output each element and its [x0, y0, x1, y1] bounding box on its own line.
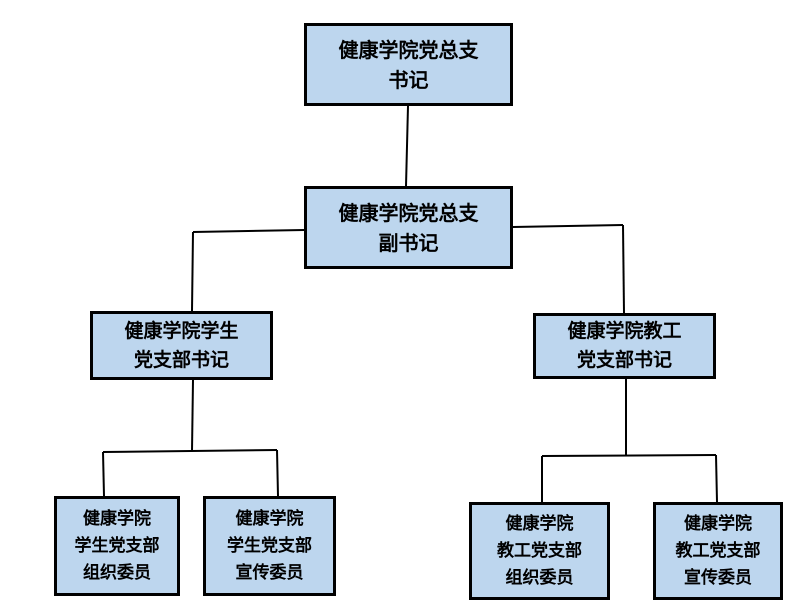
node-label-line: 健康学院党总支 — [338, 200, 479, 225]
connector-secretary-deputy — [405, 105, 409, 187]
node-label-line: 健康学院 — [235, 508, 304, 529]
node-label-line: 学生党支部 — [74, 535, 160, 556]
connector-student-pub-drop — [276, 449, 279, 497]
node-label-line: 书记 — [388, 67, 429, 92]
node-label-line: 宣传委员 — [235, 562, 304, 583]
connector-student-bar — [102, 449, 278, 453]
node-faculty-organization-member: 健康学院 教工党支部 组织委员 — [469, 502, 610, 600]
node-faculty-publicity-member: 健康学院 教工党支部 宣传委员 — [653, 502, 783, 600]
connector-faculty-bar — [541, 454, 717, 457]
connector-student-org-drop — [102, 451, 105, 497]
connector-faculty-pub-drop — [715, 454, 718, 503]
node-label-line: 健康学院教工 — [567, 320, 682, 342]
node-label-line: 副书记 — [378, 230, 439, 255]
node-label-line: 组织委员 — [83, 562, 151, 583]
node-label-line: 党支部书记 — [576, 349, 672, 371]
node-general-branch-secretary: 健康学院党总支 书记 — [304, 23, 513, 106]
connector-deputy-left-horizontal — [192, 229, 305, 233]
node-label-line: 组织委员 — [505, 567, 574, 588]
node-student-publicity-member: 健康学院 学生党支部 宣传委员 — [203, 496, 336, 596]
node-general-branch-deputy-secretary: 健康学院党总支 副书记 — [304, 186, 513, 269]
node-label-line: 教工党支部 — [675, 540, 761, 561]
node-student-branch-secretary: 健康学院学生 党支部书记 — [90, 311, 273, 380]
connector-deputy-right-vertical — [622, 224, 625, 314]
node-student-organization-member: 健康学院 学生党支部 组织委员 — [54, 496, 180, 596]
node-label-line: 健康学院 — [684, 513, 752, 534]
node-label-line: 健康学院党总支 — [338, 37, 479, 62]
node-label-line: 健康学院学生 — [124, 319, 239, 342]
node-label-line: 教工党支部 — [497, 540, 582, 561]
node-label-line: 党支部书记 — [133, 348, 229, 371]
node-label-line: 宣传委员 — [684, 567, 752, 588]
node-label-line: 健康学院 — [83, 508, 151, 529]
node-label-line: 学生党支部 — [227, 535, 312, 556]
node-label-line: 健康学院 — [505, 513, 574, 534]
connector-student-trunk — [191, 379, 194, 452]
connector-deputy-right-horizontal — [512, 224, 624, 228]
connector-deputy-left-vertical — [191, 231, 194, 312]
node-faculty-branch-secretary: 健康学院教工 党支部书记 — [533, 313, 716, 379]
